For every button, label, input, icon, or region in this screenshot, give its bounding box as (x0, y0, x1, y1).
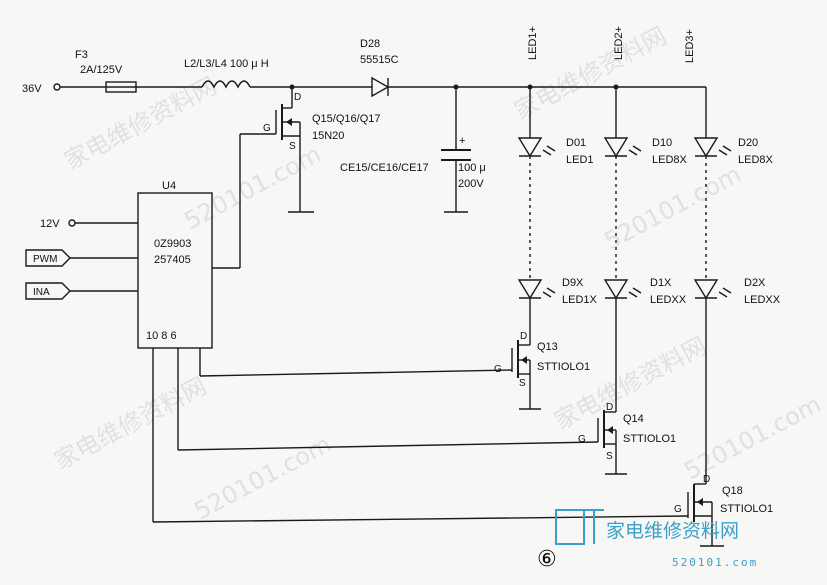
mosfet-main: D G S Q15/Q16/Q17 15N20 (239, 87, 381, 268)
fuse-ref: F3 (75, 49, 88, 61)
ic-code: 257405 (154, 254, 191, 266)
ina-connector (25, 282, 71, 300)
switch-q14-part: STTIOLO1 (623, 433, 676, 445)
input-12v-label: 12V (40, 218, 60, 230)
page-marker: ⑥ (537, 547, 557, 572)
inductor-symbol (201, 80, 251, 89)
switch-q13-d: D (520, 331, 527, 342)
switch-q13-s: S (519, 378, 526, 389)
pwm-label: PWM (33, 254, 57, 265)
watermark-cn: 家电维修资料网 (50, 372, 211, 476)
logo-text: 家电维修资料网 (606, 520, 739, 542)
mosfet-main-s: S (289, 141, 296, 152)
mosfet-main-ref: Q15/Q16/Q17 (312, 113, 381, 125)
led-string-3: LED3+ D20 LED8X D2X LEDXX (684, 29, 781, 484)
site-logo: 家电维修资料网 520101.com (555, 509, 758, 569)
led-d9x-ref: D9X (562, 277, 584, 289)
switch-q13-part: STTIOLO1 (537, 361, 590, 373)
led-d10-name: LED8X (652, 154, 688, 166)
ic-ref: U4 (162, 180, 176, 192)
led-d01 (517, 137, 543, 158)
led-d1x-name: LEDXX (650, 294, 687, 306)
led-string-label: LED3+ (684, 29, 696, 63)
led-d01-ref: D01 (566, 137, 586, 149)
led-d10 (603, 137, 629, 158)
inductor-label: L2/L3/L4 100 μ H (184, 58, 269, 70)
led-string-label: LED1+ (527, 26, 539, 60)
capacitor-ref: CE15/CE16/CE17 (340, 162, 429, 174)
led-d20 (693, 137, 719, 158)
watermark-url: 520101.com (680, 390, 826, 485)
led-d9x-name: LED1X (562, 294, 598, 306)
led-d2x (693, 279, 719, 300)
led-string-2: LED2+ D10 LED8X D1X LEDXX (603, 26, 688, 412)
led-d01-name: LED1 (566, 154, 594, 166)
mosfet-main-d: D (294, 92, 301, 103)
input-stage: 36V F3 2A/125V L2/L3/L4 100 μ H D28 5551… (22, 38, 706, 98)
switch-q14-d: D (606, 402, 613, 413)
led-d9x (517, 279, 543, 300)
ic-pins: 10 8 6 (146, 330, 177, 342)
led-string-label: LED2+ (613, 26, 625, 60)
capacitor-plus: + (459, 135, 465, 147)
switch-q18-g: G (674, 504, 682, 515)
ic-part: 0Z9903 (154, 238, 191, 250)
led-d2x-name: LEDXX (744, 294, 781, 306)
mosfet-main-part: 15N20 (312, 130, 344, 142)
switch-q14-s: S (606, 451, 613, 462)
terminal-36v (53, 83, 61, 91)
pwm-connector (25, 249, 71, 267)
switch-q13: D G S Q13 STTIOLO1 (199, 331, 590, 410)
led-d1x (603, 279, 629, 300)
switch-q14: D G S Q14 STTIOLO1 (177, 402, 676, 475)
switch-q18-ref: Q18 (722, 485, 743, 497)
ina-label: INA (33, 287, 50, 298)
logo-mark (555, 509, 585, 545)
switch-q18-part: STTIOLO1 (720, 503, 773, 515)
switch-q13-g: G (494, 364, 502, 375)
logo-url: 520101.com (672, 556, 758, 569)
input-36v-label: 36V (22, 83, 42, 95)
diode-ref: D28 (360, 38, 380, 50)
diode-d28-symbol (371, 76, 390, 98)
watermark-url: 520101.com (190, 430, 336, 525)
switch-q14-g: G (578, 434, 586, 445)
mosfet-main-g: G (263, 123, 271, 134)
capacitor-voltage: 200V (458, 178, 484, 190)
watermark-url: 520101.com (180, 140, 326, 235)
diode-value: 55515C (360, 54, 399, 66)
watermarks: 家电维修资料网 520101.com 家电维修资料网 520101.com 家电… (50, 22, 826, 526)
switch-q14-ref: Q14 (623, 413, 644, 425)
fuse-value: 2A/125V (80, 64, 123, 76)
ic-body (137, 192, 213, 349)
switch-q13-ref: Q13 (537, 341, 558, 353)
led-d1x-ref: D1X (650, 277, 672, 289)
switch-q18: D G Q18 STTIOLO1 (152, 474, 773, 547)
ic-u4: U4 0Z9903 257405 10 8 6 12V PWM INA (25, 180, 240, 522)
capacitor-value: 100 μ (458, 162, 486, 174)
led-string-1: LED1+ D01 LED1 D9X LED1X (517, 26, 598, 345)
switch-q18-d: D (703, 474, 710, 485)
led-d2x-ref: D2X (744, 277, 766, 289)
led-d20-name: LED8X (738, 154, 774, 166)
led-d10-ref: D10 (652, 137, 672, 149)
capacitor-ce15: + CE15/CE16/CE17 100 μ 200V (340, 87, 486, 213)
led-d20-ref: D20 (738, 137, 758, 149)
watermark-url: 520101.com (600, 160, 746, 255)
